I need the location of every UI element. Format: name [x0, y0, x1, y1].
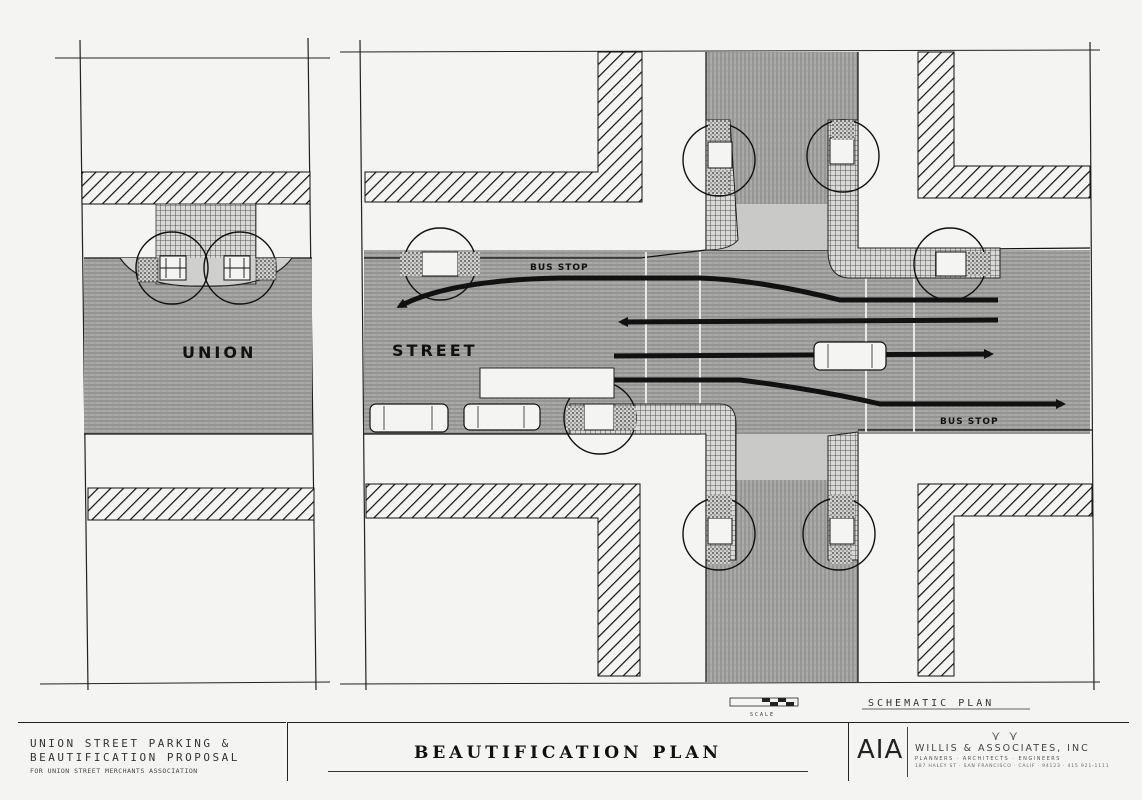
project-info: UNION STREET PARKING & BEAUTIFICATION PR…	[18, 722, 286, 780]
firm-address: 187 HALEY ST · SAN FRANCISCO · CALIF · 9…	[915, 764, 1110, 769]
car	[813, 341, 887, 371]
shrub	[255, 257, 277, 281]
road-union-left	[84, 258, 312, 434]
plan-title-cell: BEAUTIFICATION PLAN	[287, 722, 848, 781]
firm-name: WILLIS & ASSOCIATES, INC	[915, 743, 1090, 754]
firm-cell: AIA ⋎⋎ WILLIS & ASSOCIATES, INC PLANNERS…	[848, 722, 1129, 781]
bench	[707, 517, 733, 545]
building-hatch-top-left	[81, 171, 311, 205]
aia-mark: AIA	[857, 735, 904, 765]
lane-arrow-west	[618, 316, 999, 327]
svg-text:SCALE: SCALE	[750, 712, 775, 718]
street-label-street: STREET	[392, 341, 478, 360]
street-label-union: UNION	[182, 343, 256, 362]
parked-car	[463, 403, 541, 431]
firm-services: PLANNERS · ARCHITECTS · ENGINEERS	[915, 756, 1061, 762]
schematic-plan-label: SCHEMATIC PLAN	[868, 698, 994, 709]
lane-arrow-east	[613, 349, 994, 360]
building-hatch-se	[917, 483, 1093, 677]
shrub	[566, 406, 584, 430]
scale-bar: SCALE	[729, 697, 799, 718]
bench	[421, 251, 459, 277]
shrub	[458, 252, 480, 276]
firm-logo-icon: ⋎⋎	[991, 728, 1027, 743]
bench	[935, 251, 967, 277]
building-hatch-sw	[365, 483, 641, 677]
shrub	[708, 494, 732, 518]
shrub	[708, 120, 730, 140]
planter-circle	[135, 231, 209, 305]
building-hatch-ne	[917, 51, 1091, 199]
shrub	[137, 257, 159, 283]
plan-title: BEAUTIFICATION PLAN	[413, 743, 723, 763]
bench	[583, 403, 615, 431]
bench	[829, 517, 855, 545]
shrub	[968, 252, 990, 276]
shrub	[830, 494, 854, 518]
left-panel: UNION	[39, 37, 331, 691]
bench	[707, 141, 733, 169]
bus-stop-label-top: BUS STOP	[530, 263, 589, 273]
client-line: FOR UNION STREET MERCHANTS ASSOCIATION	[30, 767, 198, 775]
shrub	[400, 252, 422, 276]
lane-arrow-east-bus	[614, 377, 1066, 409]
shrub	[708, 170, 730, 194]
bus-stop-label-bottom: BUS STOP	[940, 417, 999, 427]
parked-car	[369, 403, 449, 433]
bus-outline	[479, 367, 615, 399]
title-block: UNION STREET PARKING & BEAUTIFICATION PR…	[0, 722, 1142, 800]
main-panel: STREET BUS STOP BUS STOP SCALE SCHEMATIC…	[339, 39, 1101, 718]
shrub	[830, 546, 852, 564]
shrub	[708, 546, 730, 564]
building-hatch-nw	[364, 51, 643, 203]
shrub	[832, 120, 854, 140]
building-hatch-bottom-left	[87, 487, 315, 521]
project-line-2: BEAUTIFICATION PROPOSAL	[30, 751, 240, 764]
bench	[829, 137, 855, 165]
lane-arrow-west-bus	[396, 275, 998, 309]
project-line-1: UNION STREET PARKING &	[30, 737, 231, 750]
shrub	[614, 406, 636, 430]
